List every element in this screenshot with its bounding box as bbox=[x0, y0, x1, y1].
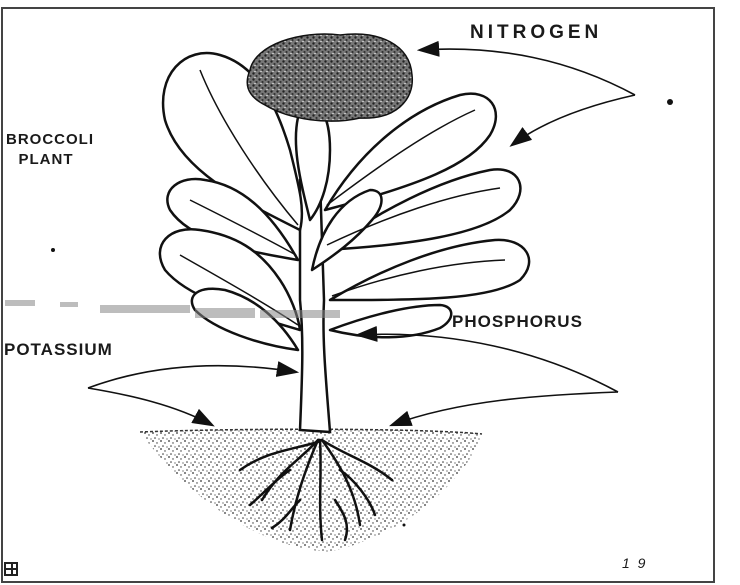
stem bbox=[300, 180, 330, 432]
registration-mark-icon bbox=[4, 562, 18, 576]
label-nitrogen: NITROGEN bbox=[470, 22, 602, 44]
page-number: 1 9 bbox=[622, 555, 647, 571]
label-broccoli-line2: PLANT bbox=[6, 150, 86, 170]
potassium-arrows bbox=[88, 366, 296, 425]
label-potassium: POTASSIUM bbox=[4, 340, 113, 360]
label-phosphorus: PHOSPHORUS bbox=[452, 312, 583, 332]
label-broccoli-plant: BROCCOLI PLANT bbox=[6, 130, 86, 170]
phosphorus-arrows bbox=[358, 334, 618, 425]
broccoli-head bbox=[247, 34, 412, 121]
label-broccoli-line1: BROCCOLI bbox=[6, 130, 86, 150]
